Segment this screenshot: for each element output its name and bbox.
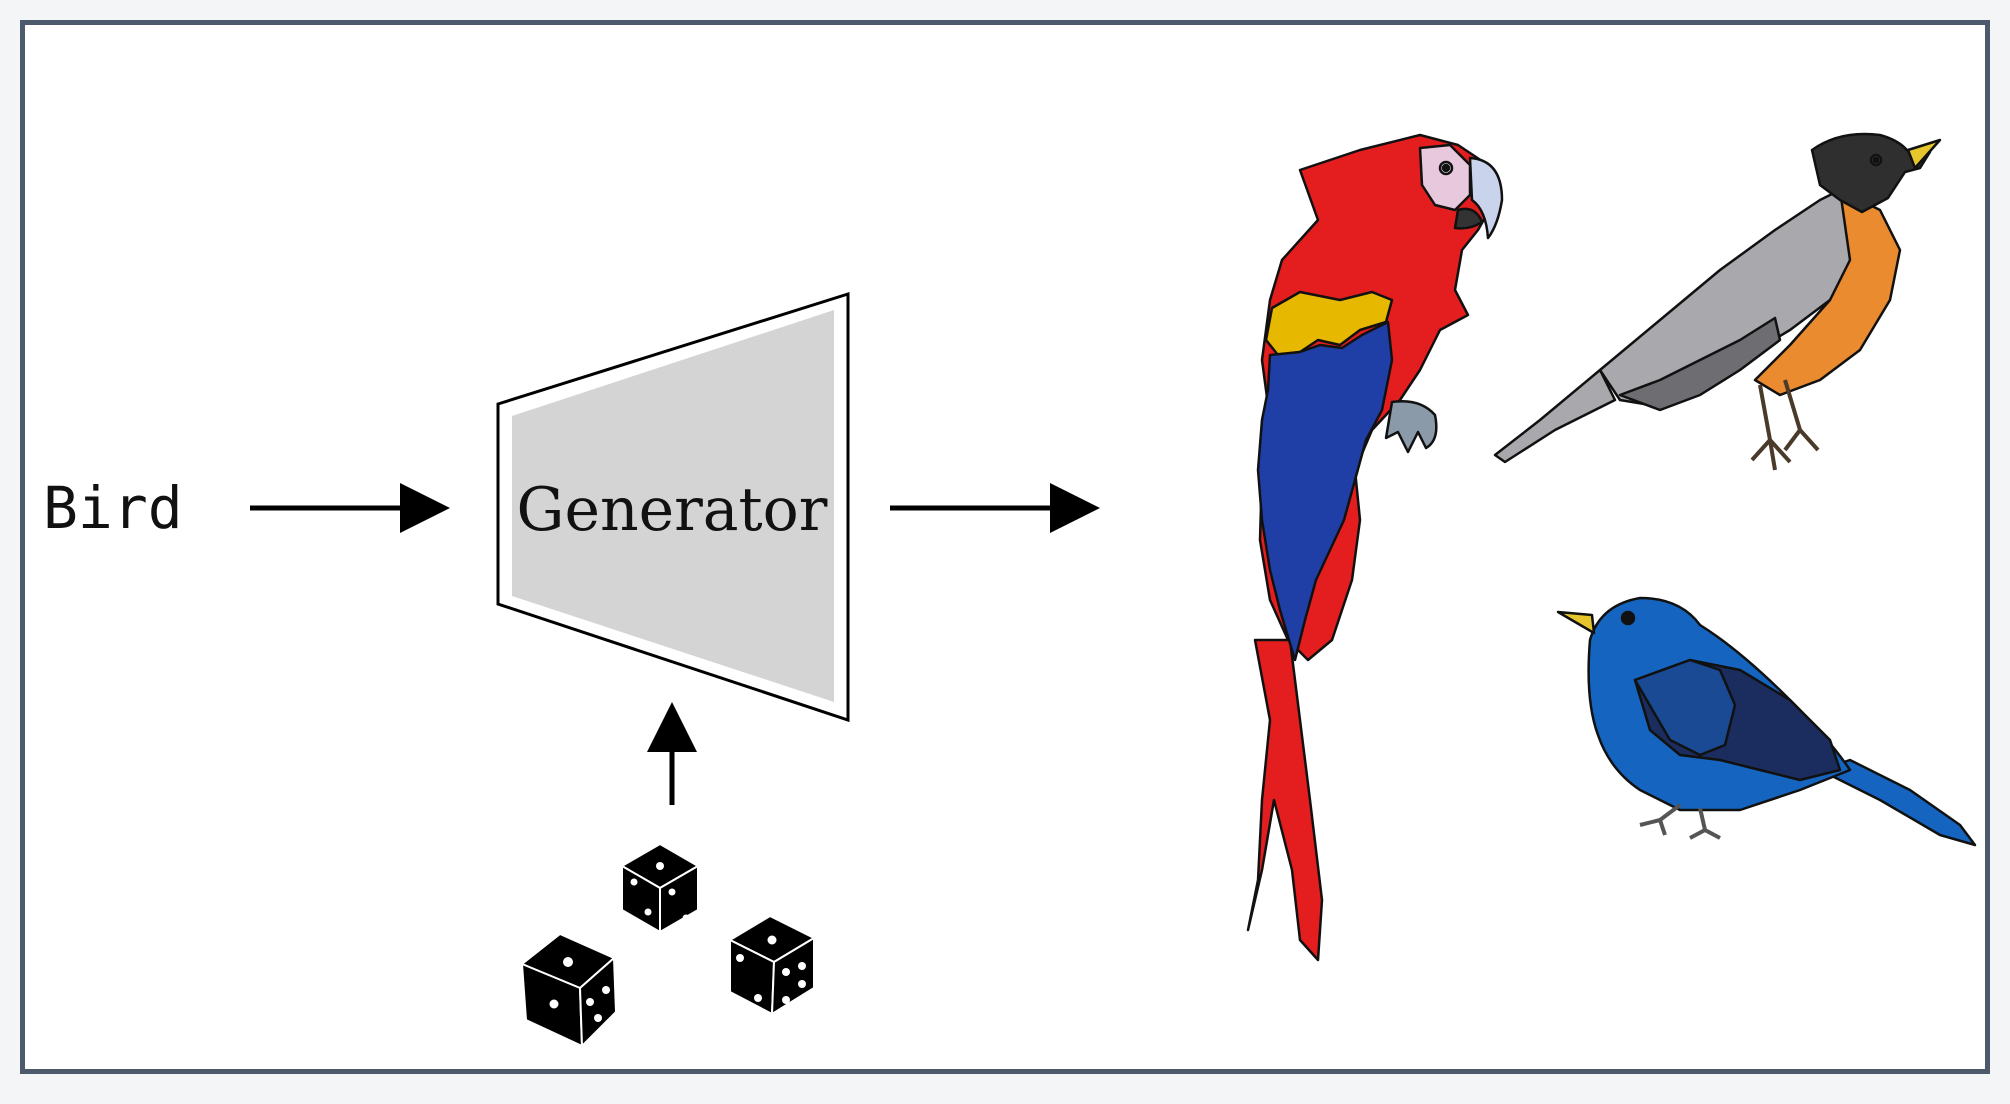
figure-frame bbox=[20, 20, 1990, 1074]
macaw-icon bbox=[1246, 133, 1504, 962]
generator-label: Generator bbox=[517, 475, 828, 545]
generator-block: Generator bbox=[496, 291, 850, 723]
bunting-icon bbox=[1556, 596, 1977, 847]
dice-icon bbox=[520, 842, 817, 1049]
input-label: Bird bbox=[43, 474, 183, 542]
robin-icon bbox=[1493, 132, 1942, 471]
